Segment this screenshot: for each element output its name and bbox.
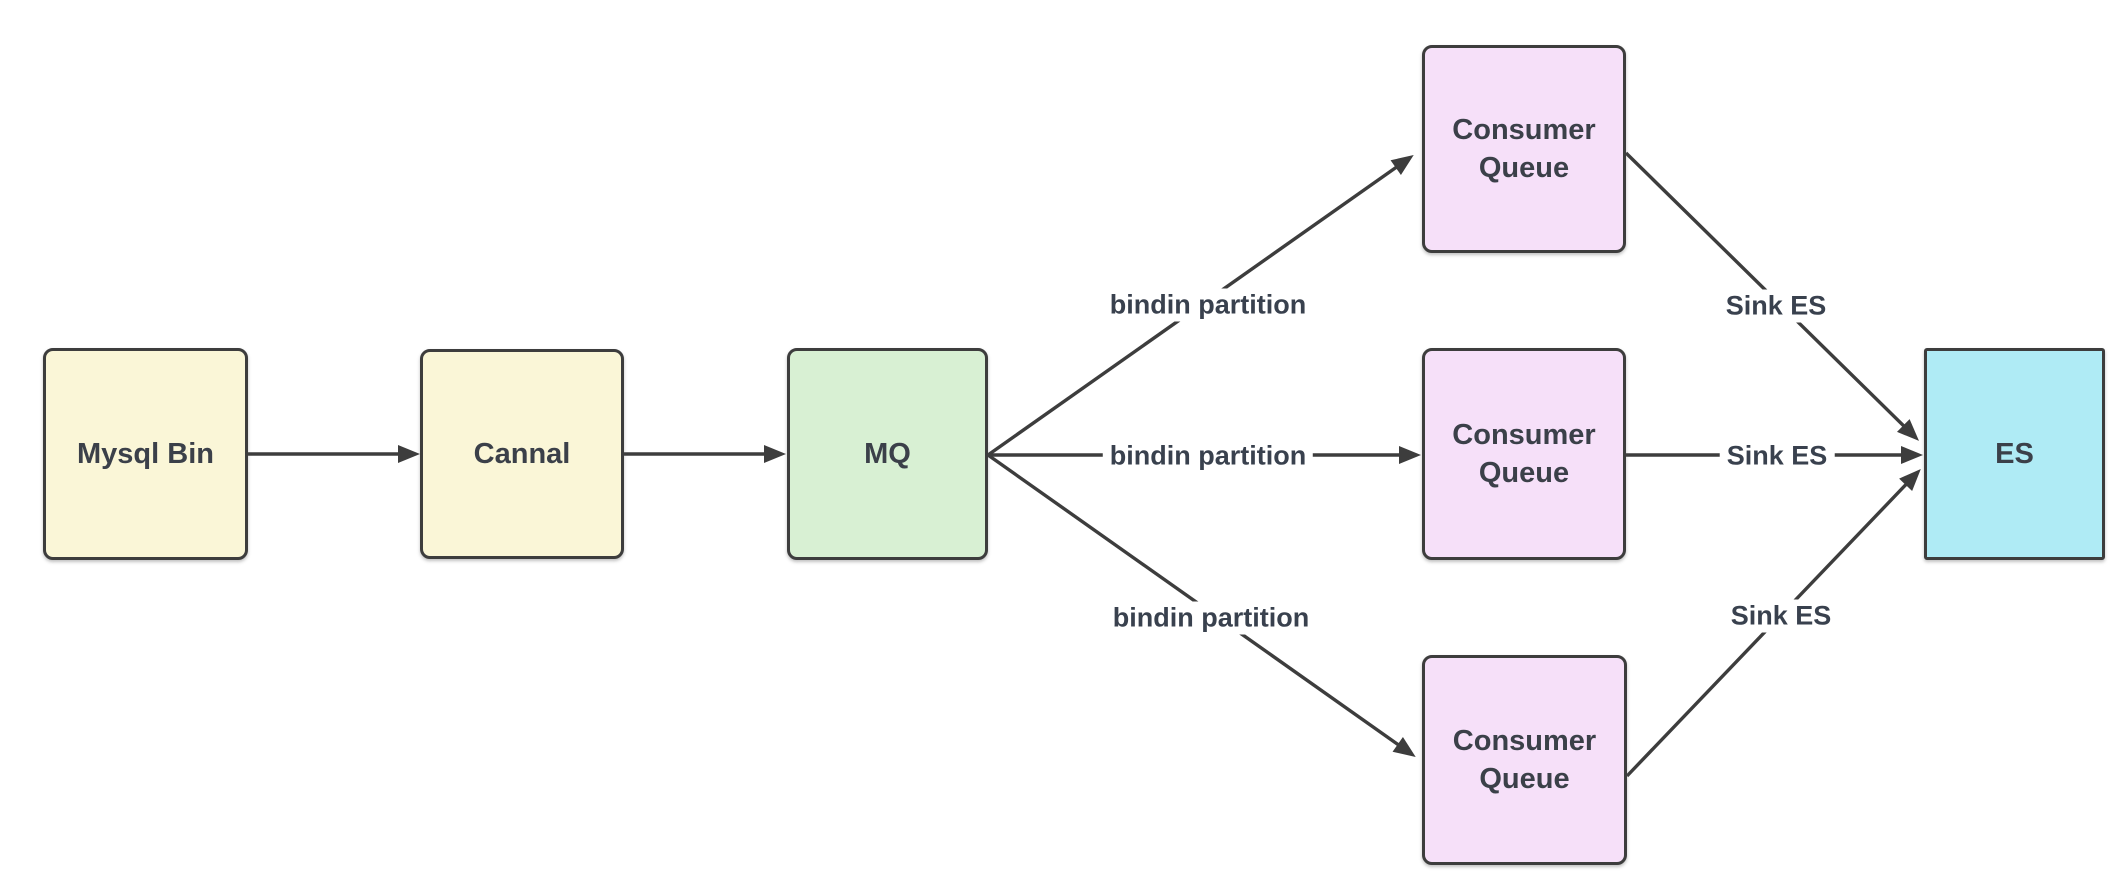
edge-label-sink-es-bottom: Sink ES <box>1723 599 1839 633</box>
edge-label-sink-es-top: Sink ES <box>1718 289 1834 323</box>
node-mysql-bin: Mysql Bin <box>43 348 248 560</box>
node-es: ES <box>1924 348 2105 560</box>
edge-label-bindin-partition-mid: bindin partition <box>1102 439 1314 473</box>
edge-label-sink-es-mid: Sink ES <box>1719 439 1835 473</box>
node-consumer-queue-top: Consumer Queue <box>1422 45 1626 253</box>
node-consumer-queue-bottom: Consumer Queue <box>1422 655 1627 865</box>
edge-label-bindin-partition-top: bindin partition <box>1102 288 1314 322</box>
node-cannal: Cannal <box>420 349 624 559</box>
edge-label-bindin-partition-bottom: bindin partition <box>1105 601 1317 635</box>
node-consumer-queue-mid: Consumer Queue <box>1422 348 1626 560</box>
node-mq: MQ <box>787 348 988 560</box>
